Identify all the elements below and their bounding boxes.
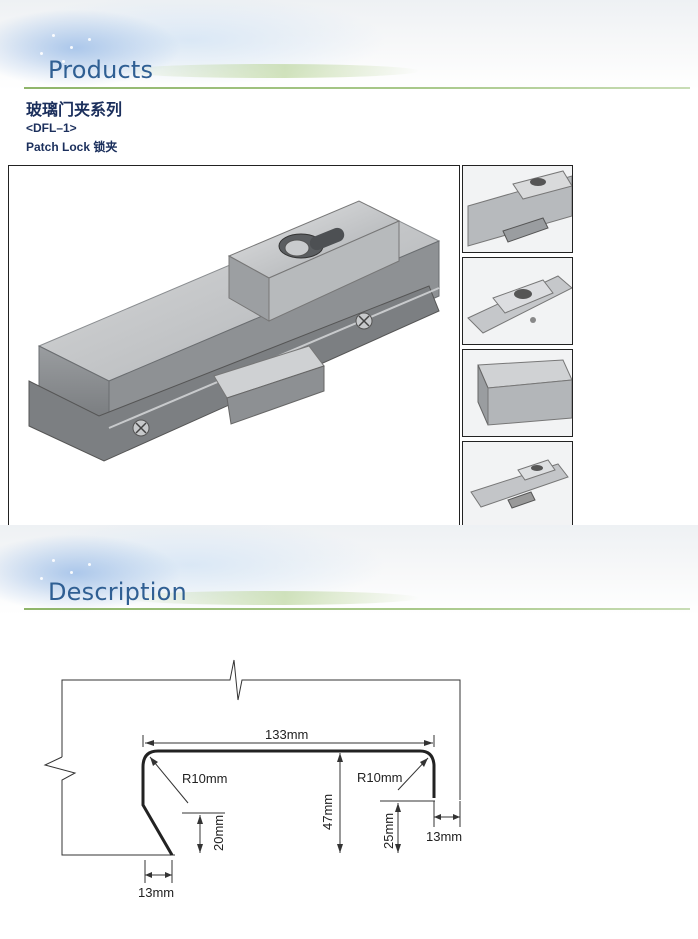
description-divider xyxy=(24,608,690,610)
glass-break xyxy=(43,756,175,856)
description-title: Description xyxy=(48,578,187,606)
products-divider xyxy=(24,87,690,89)
thumbnail-illustration xyxy=(463,166,572,252)
patch-lock-illustration xyxy=(28,200,441,462)
banner-sparkle xyxy=(62,60,65,63)
thumbnail-4[interactable] xyxy=(462,441,573,529)
products-title: Products xyxy=(48,56,154,84)
thumbnail-3[interactable] xyxy=(462,349,573,437)
banner-sparkle xyxy=(70,571,73,574)
banner-sparkle xyxy=(88,563,91,566)
banner-sparkle xyxy=(88,38,91,41)
thumbnail-illustration xyxy=(463,350,572,436)
banner-sparkle xyxy=(52,34,55,37)
thumbnail-1[interactable] xyxy=(462,165,573,253)
banner-sparkle xyxy=(52,559,55,562)
height-label: 47mm xyxy=(320,794,335,830)
banner-sparkle xyxy=(40,52,43,55)
clamp-profile xyxy=(141,749,436,856)
radius-left-leader xyxy=(149,756,189,804)
product-name: Patch Lock 锁夹 xyxy=(26,140,118,154)
banner-sparkle xyxy=(40,577,43,580)
product-series-heading: 玻璃门夹系列 xyxy=(26,102,123,119)
main-product-image xyxy=(8,165,460,527)
radius-right-label: R10mm xyxy=(357,770,403,785)
banner-sparkle xyxy=(70,46,73,49)
right-lip-label: 25mm xyxy=(381,813,396,849)
banner-swoosh xyxy=(120,591,420,605)
width-label: 133mm xyxy=(265,727,308,742)
thumbnail-illustration xyxy=(463,442,572,528)
glass-outline xyxy=(61,659,461,800)
thumbnail-illustration xyxy=(463,258,572,344)
dimension-diagram: 133mm R10mm R10mm 47mm 20mm 25mm 13mm 13… xyxy=(43,659,462,900)
products-banner: Products xyxy=(0,0,698,90)
banner-swoosh xyxy=(120,64,420,78)
product-model: <DFL–1> xyxy=(26,121,77,135)
description-banner: Description xyxy=(0,525,698,615)
thumbnail-2[interactable] xyxy=(462,257,573,345)
left-lip-label: 20mm xyxy=(211,815,226,851)
left-gap-label: 13mm xyxy=(138,885,174,900)
right-gap-label: 13mm xyxy=(426,829,462,844)
radius-left-label: R10mm xyxy=(182,771,228,786)
